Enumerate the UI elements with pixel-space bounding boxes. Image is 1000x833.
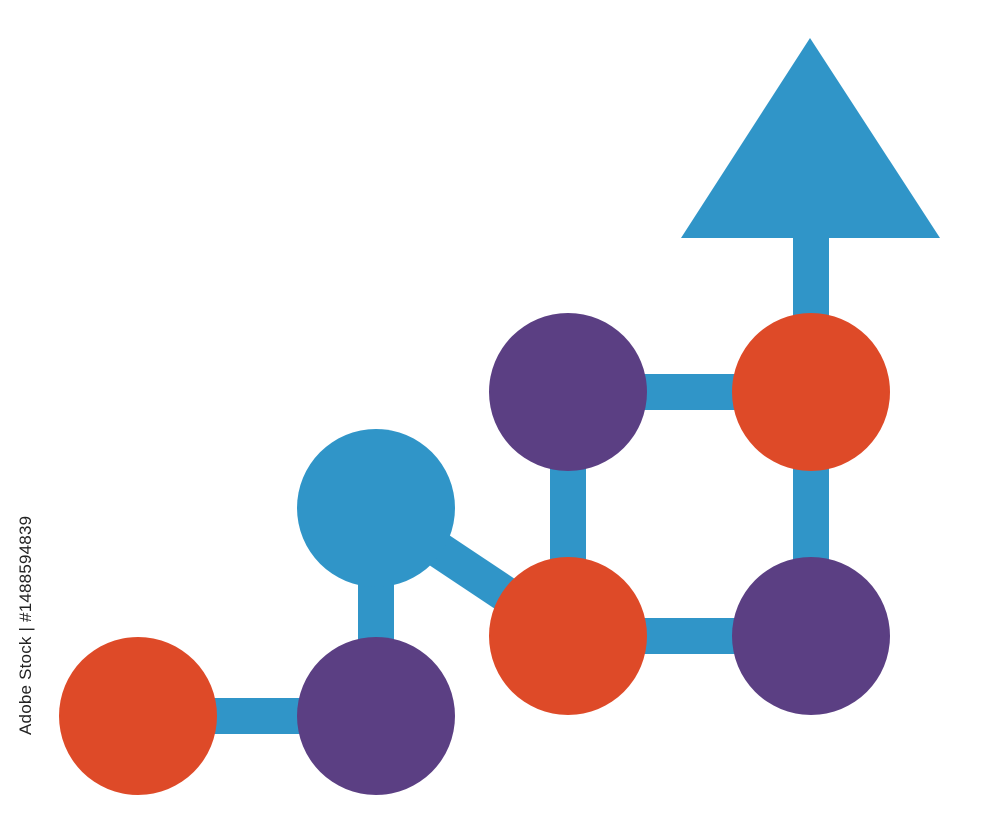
- node-orange-middle: [489, 557, 647, 715]
- node-blue-middle: [297, 429, 455, 587]
- node-purple-bottom-right: [732, 557, 890, 715]
- arrow-up-icon: [681, 38, 940, 238]
- connector-lines: [138, 220, 829, 734]
- stock-id-watermark: Adobe Stock | #1488594839: [16, 515, 35, 735]
- node-orange-start: [59, 637, 217, 795]
- node-purple-upper: [489, 313, 647, 471]
- graph-nodes: [59, 313, 890, 795]
- node-orange-top-right: [732, 313, 890, 471]
- node-purple-bottom-left: [297, 637, 455, 795]
